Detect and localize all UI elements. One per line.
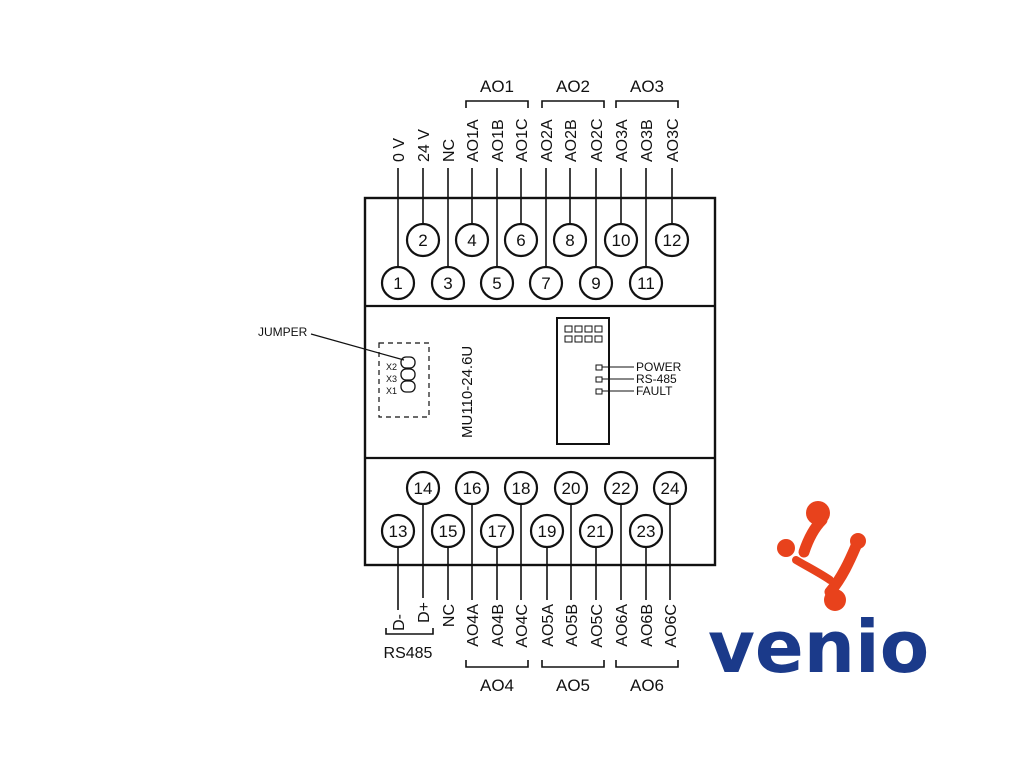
venio-logo: venio <box>708 501 929 689</box>
terminal-9: 9 <box>591 274 600 293</box>
logo-wordmark: venio <box>708 605 929 689</box>
top-group-brackets <box>465 100 679 108</box>
pin-label-ao6c: AO6C <box>663 604 680 648</box>
terminal-5: 5 <box>492 274 501 293</box>
pin-label-ao4b: AO4B <box>490 604 507 647</box>
terminal-1: 1 <box>393 274 402 293</box>
pin-label-d-plus: D+ <box>416 602 433 623</box>
bottom-terminals-upper <box>405 470 688 506</box>
jumper-block <box>310 333 430 418</box>
group-label-ao6: AO6 <box>630 676 664 695</box>
terminal-3: 3 <box>443 274 452 293</box>
pin-label-0v: 0 V <box>391 138 408 162</box>
pin-label-ao6b: AO6B <box>639 604 656 647</box>
pin-label-ao2b: AO2B <box>563 119 580 162</box>
pin-label-nc-bottom: NC <box>441 604 458 627</box>
terminal-2: 2 <box>418 231 427 250</box>
jumper-pin-x2: X2 <box>386 362 397 372</box>
bottom-terminals-lower <box>380 513 664 549</box>
pin-label-ao3c: AO3C <box>665 118 682 162</box>
group-label-ao2: AO2 <box>556 77 590 96</box>
terminal-8: 8 <box>565 231 574 250</box>
pin-label-ao2a: AO2A <box>539 119 556 162</box>
jumper-label: JUMPER <box>258 325 308 339</box>
rs485-bracket <box>385 628 434 635</box>
pin-label-d-minus: D- <box>391 614 408 631</box>
terminal-16: 16 <box>463 479 482 498</box>
led-label-rs485: RS-485 <box>636 372 677 386</box>
terminal-17: 17 <box>488 522 507 541</box>
terminal-18: 18 <box>512 479 531 498</box>
terminal-24: 24 <box>661 479 680 498</box>
terminal-14: 14 <box>414 479 433 498</box>
jumper-pin-x3: X3 <box>386 374 397 384</box>
pin-label-ao6a: AO6A <box>614 604 631 647</box>
terminal-20: 20 <box>562 479 581 498</box>
jumper-pin-x1: X1 <box>386 386 397 396</box>
pin-label-nc-top: NC <box>441 139 458 162</box>
group-label-ao4: AO4 <box>480 676 514 695</box>
model-label: MU110-24.6U <box>459 346 476 438</box>
top-terminals-upper <box>405 222 690 258</box>
terminal-15: 15 <box>439 522 458 541</box>
terminal-22: 22 <box>612 479 631 498</box>
terminal-11: 11 <box>637 274 655 293</box>
pin-label-ao5c: AO5C <box>589 604 606 648</box>
group-label-ao5: AO5 <box>556 676 590 695</box>
top-wires <box>397 168 673 270</box>
logo-molecule-icon <box>777 501 866 611</box>
pin-label-ao3a: AO3A <box>614 119 631 162</box>
pin-label-ao1a: AO1A <box>465 119 482 162</box>
pin-label-24v: 24 V <box>416 129 433 162</box>
terminal-10: 10 <box>612 231 631 250</box>
terminal-13: 13 <box>389 522 408 541</box>
pin-label-ao2c: AO2C <box>589 118 606 162</box>
terminal-23: 23 <box>637 522 656 541</box>
pin-label-ao4c: AO4C <box>514 604 531 648</box>
top-terminals-lower <box>380 265 664 301</box>
bottom-group-brackets <box>465 660 679 668</box>
pin-label-ao1b: AO1B <box>490 119 507 162</box>
pin-label-ao5b: AO5B <box>564 604 581 647</box>
rs485-label: RS485 <box>384 645 433 662</box>
pin-label-ao5a: AO5A <box>540 604 557 647</box>
pin-label-ao4a: AO4A <box>465 604 482 647</box>
bottom-wires <box>397 503 671 610</box>
pin-label-ao3b: AO3B <box>639 119 656 162</box>
terminal-12: 12 <box>663 231 682 250</box>
pin-label-ao1c: AO1C <box>514 118 531 162</box>
terminal-6: 6 <box>516 231 525 250</box>
terminal-21: 21 <box>587 522 606 541</box>
group-label-ao3: AO3 <box>630 77 664 96</box>
led-panel <box>556 317 634 445</box>
led-label-power: POWER <box>636 360 682 374</box>
terminal-4: 4 <box>467 231 476 250</box>
terminal-7: 7 <box>541 274 550 293</box>
led-label-fault: FAULT <box>636 384 673 398</box>
group-label-ao1: AO1 <box>480 77 514 96</box>
terminal-19: 19 <box>538 522 557 541</box>
